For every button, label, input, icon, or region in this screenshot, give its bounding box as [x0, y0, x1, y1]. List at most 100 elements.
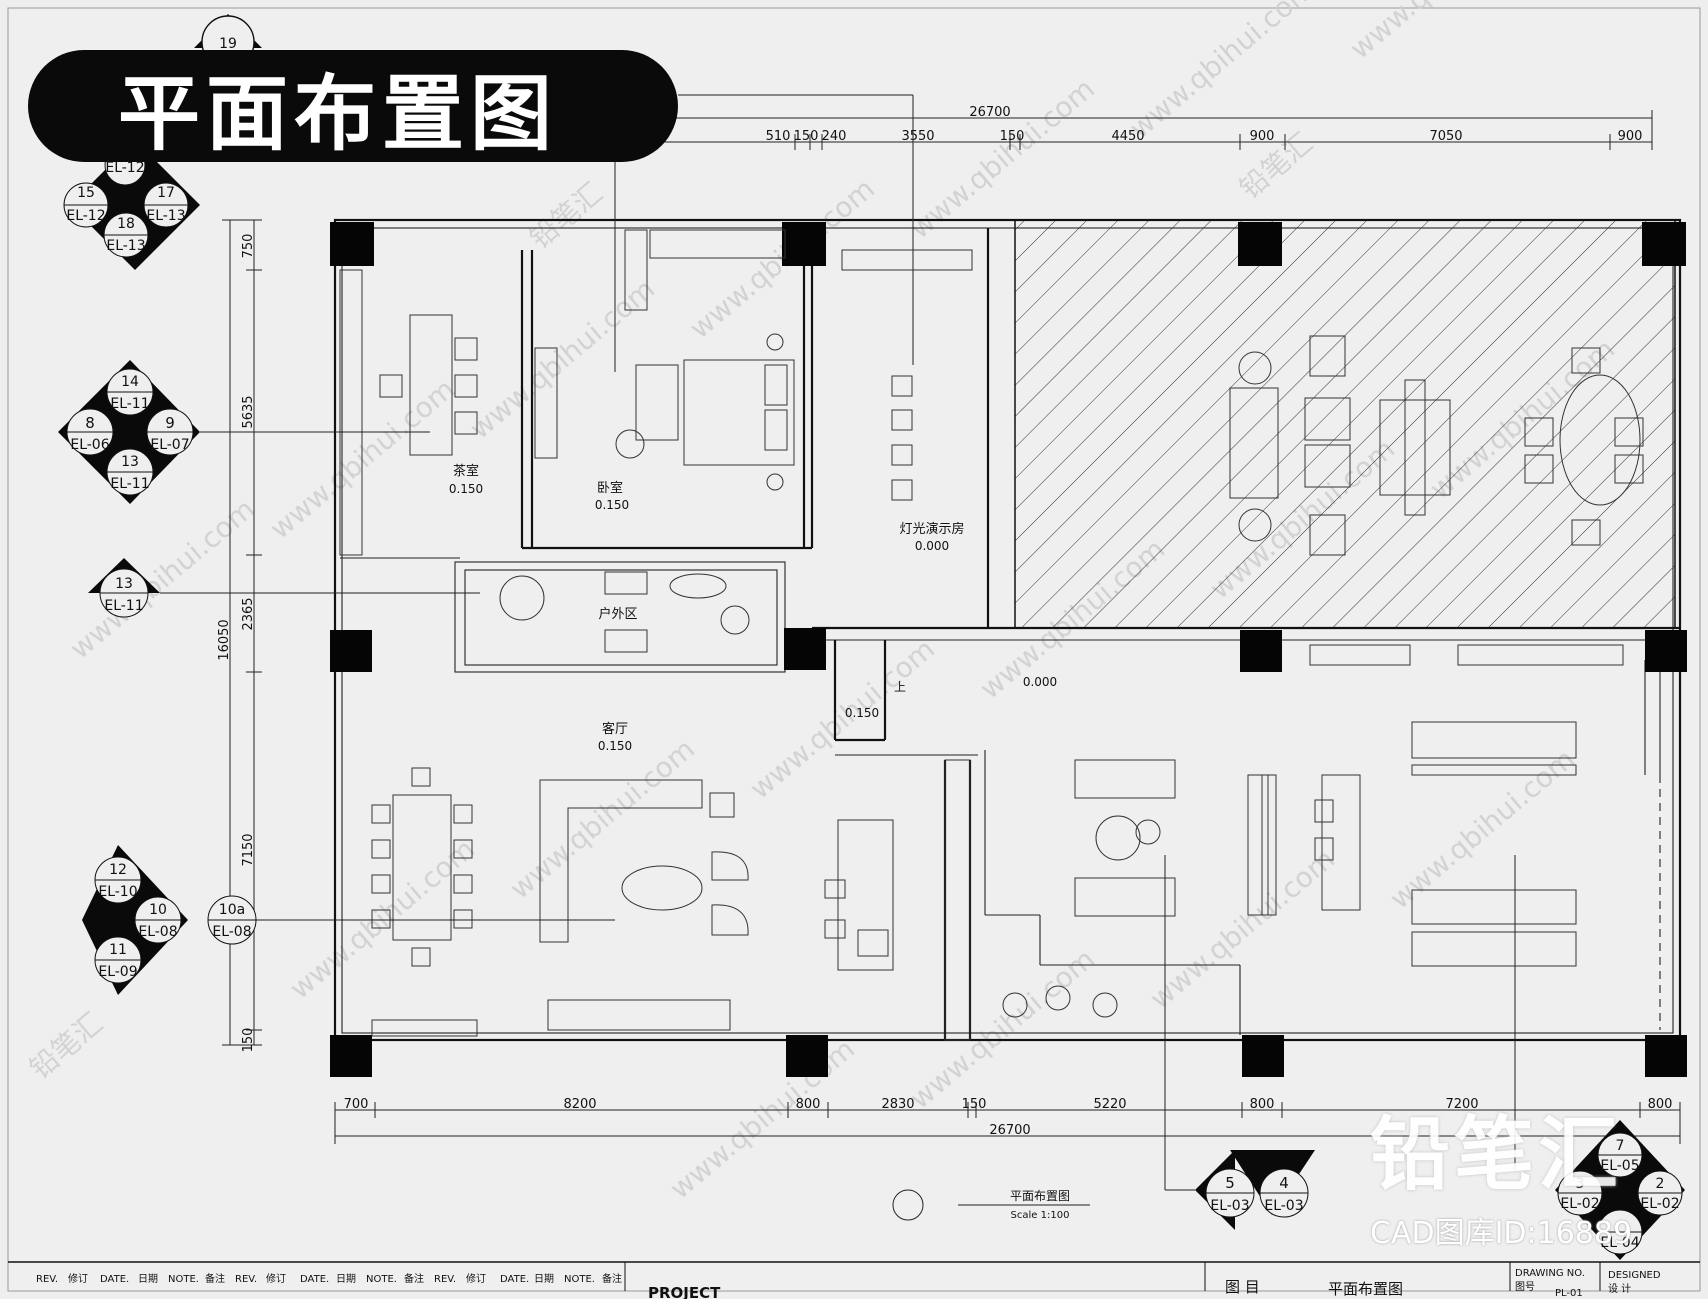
bottom-dimension-chain: 700 8200 800 2830 150 5220 800 7200 800 … [334, 1097, 1681, 1144]
tb-riqi-3: 日期 [534, 1273, 554, 1285]
tag-2-ref: EL-02 [1640, 1196, 1679, 1212]
section-leaders [160, 94, 1516, 1191]
plan-caption: 平面布置图 Scale 1:100 [892, 1189, 1090, 1221]
elevation-tags: 19 EL-12 15 EL-12 17 EL-13 18 EL-13 14 E… [58, 14, 1685, 1260]
tb-xiuding-3: 修订 [466, 1272, 486, 1285]
tb-xiuding-1: 修订 [68, 1272, 88, 1285]
dim-left-150: 150 [241, 1028, 256, 1053]
page-title: 平面布置图 [118, 66, 559, 162]
tb-sheji: 设 计 [1608, 1282, 1631, 1295]
dim-bottom-total: 26700 [989, 1123, 1030, 1138]
tag-9-ref: EL-07 [150, 437, 189, 453]
plan-caption-title: 平面布置图 [1010, 1189, 1070, 1203]
room-name-tea: 茶室 [453, 463, 479, 479]
tag-10-num: 10 [149, 902, 167, 918]
corridor-level: 0.150 [845, 706, 879, 720]
tag-14-ref: EL-11 [110, 396, 149, 412]
tb-drawing-no: PL-01 [1555, 1288, 1583, 1299]
tag-19: 19 [219, 36, 237, 52]
tag-18-ref: EL-13 [106, 238, 145, 254]
room-name-bedroom: 卧室 [597, 480, 623, 496]
tb-note-3: NOTE. [564, 1274, 595, 1285]
dim-bottom-2830: 2830 [881, 1097, 914, 1112]
tag-17-num: 17 [157, 185, 175, 201]
tag-12-ref: EL-10 [98, 884, 137, 900]
hall-level: 0.000 [1023, 675, 1057, 689]
tag-12-num: 12 [109, 862, 127, 878]
corridor-up-label: 上 [894, 680, 906, 694]
tb-xiuding-2: 修订 [266, 1272, 286, 1285]
dim-top-240: 240 [822, 129, 847, 144]
tag-10-ref: EL-08 [138, 924, 177, 940]
tag-11-ref: EL-09 [98, 964, 137, 980]
structural-columns [330, 222, 1687, 1077]
tb-tumu: 图 目 [1225, 1278, 1260, 1296]
tag-15-ref: EL-12 [66, 208, 105, 224]
tag-5-ref: EL-03 [1210, 1198, 1249, 1214]
tb-beizhu-1: 备注 [205, 1272, 225, 1285]
tb-rev-3: REV. [434, 1274, 456, 1285]
tb-drawing-title: 平面布置图 [1328, 1280, 1403, 1298]
dim-top-3550: 3550 [901, 129, 934, 144]
tb-date-2: DATE. [300, 1274, 329, 1285]
tb-project: PROJECT [648, 1284, 721, 1299]
tb-rev-1: REV. [36, 1274, 58, 1285]
tag-15-num: 15 [77, 185, 95, 201]
tb-drawing-no-label: DRAWING NO. [1515, 1268, 1585, 1279]
brand-id-label: CAD图库ID:16889 [1370, 1216, 1633, 1251]
title-banner: 平面布置图 [28, 50, 678, 162]
tag-14-num: 14 [121, 374, 139, 390]
brand-logo: 铅笔汇 [1370, 1108, 1622, 1201]
dim-top-150a: 150 [794, 129, 819, 144]
dim-bottom-800b: 800 [1250, 1097, 1275, 1112]
tb-beizhu-2: 备注 [404, 1272, 424, 1285]
tag-13a-num: 13 [121, 454, 139, 470]
room-name-lighting: 灯光演示房 [899, 521, 964, 537]
tag-1-ref: EL-04 [1600, 1235, 1639, 1251]
dim-left-750: 750 [241, 234, 256, 259]
tag-10a-ref: EL-08 [212, 924, 251, 940]
room-level-living: 0.150 [598, 739, 632, 753]
tag-17-ref: EL-13 [146, 208, 185, 224]
dim-top-7050: 7050 [1429, 129, 1462, 144]
dim-top-150b: 150 [1000, 129, 1025, 144]
tb-note-1: NOTE. [168, 1274, 199, 1285]
room-level-lighting: 0.000 [915, 539, 949, 553]
tag-4-num: 4 [1279, 1174, 1289, 1192]
dim-bottom-8200: 8200 [563, 1097, 596, 1112]
room-level-tea: 0.150 [449, 482, 483, 496]
tag-8-num: 8 [85, 414, 95, 432]
tag-3-ref: EL-02 [1560, 1196, 1599, 1212]
dim-top-total: 26700 [969, 105, 1010, 120]
dim-left-7150: 7150 [241, 833, 256, 866]
tag-7-num: 7 [1616, 1138, 1625, 1154]
tag-11-num: 11 [109, 942, 127, 958]
dim-left-5635: 5635 [241, 395, 256, 428]
dim-top-900a: 900 [1250, 129, 1275, 144]
title-block: REV. 修订 DATE. 日期 NOTE. 备注 REV. 修订 DATE. … [8, 1261, 1700, 1299]
furniture [339, 229, 1644, 1041]
dim-top-900b: 900 [1618, 129, 1643, 144]
dim-bottom-5220: 5220 [1093, 1097, 1126, 1112]
dim-bottom-700: 700 [344, 1097, 369, 1112]
tag-13b-ref: EL-11 [104, 598, 143, 614]
dim-left-2365: 2365 [241, 597, 256, 630]
tag-10a-num: 10a [219, 902, 245, 918]
tag-4-ref: EL-03 [1264, 1198, 1303, 1214]
room-level-bedroom: 0.150 [595, 498, 629, 512]
tag-13a-ref: EL-11 [110, 476, 149, 492]
hatched-zone [1014, 219, 1676, 629]
tb-beizhu-3: 备注 [602, 1272, 622, 1285]
dim-bottom-150: 150 [962, 1097, 987, 1112]
tb-rev-2: REV. [235, 1274, 257, 1285]
tag-18-num: 18 [117, 216, 135, 232]
tag-5-num: 5 [1225, 1174, 1235, 1192]
tb-date-3: DATE. [500, 1274, 529, 1285]
plan-caption-scale: Scale 1:100 [1011, 1210, 1070, 1221]
room-name-living: 客厅 [602, 721, 628, 737]
dim-left-total: 16050 [217, 619, 232, 660]
tag-9-num: 9 [165, 414, 175, 432]
room-name-outdoor: 户外区 [598, 606, 637, 622]
tag-7-ref: EL-05 [1600, 1158, 1639, 1174]
